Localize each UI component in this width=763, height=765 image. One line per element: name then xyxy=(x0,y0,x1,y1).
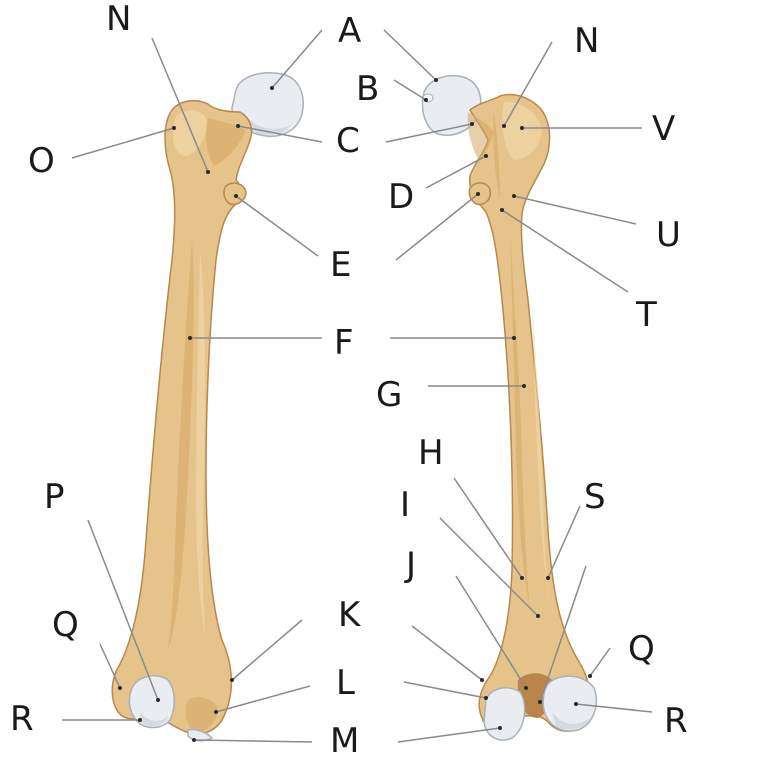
label-r-left: R xyxy=(10,699,34,739)
lateral-condyle-posterior xyxy=(483,687,526,741)
label-f: F xyxy=(334,323,354,363)
label-v: V xyxy=(652,109,675,149)
label-b: B xyxy=(356,69,379,109)
label-k: K xyxy=(338,595,362,635)
label-h: H xyxy=(418,433,444,473)
label-q-right: Q xyxy=(628,629,655,669)
medial-condyle-posterior xyxy=(542,675,598,732)
label-d: D xyxy=(388,177,414,217)
label-n-right: N xyxy=(574,21,599,61)
label-c: C xyxy=(336,121,360,161)
label-s: S xyxy=(584,477,606,517)
label-q-left: Q xyxy=(52,605,79,645)
labels: N A N B O C V D U E T F G H P I S J K Q … xyxy=(10,0,688,761)
label-n-left: N xyxy=(106,0,131,39)
femur-anterior xyxy=(111,72,304,742)
label-g: G xyxy=(376,375,402,415)
pointer-dots xyxy=(118,78,592,742)
femur-posterior xyxy=(421,74,598,741)
label-e: E xyxy=(330,245,351,285)
label-t: T xyxy=(635,295,657,335)
femur-body-posterior xyxy=(468,93,592,732)
label-o: O xyxy=(28,141,55,181)
label-p: P xyxy=(44,477,65,517)
label-r-right: R xyxy=(664,701,688,741)
label-i: I xyxy=(400,485,410,525)
label-l: L xyxy=(336,663,355,703)
leader-lines xyxy=(62,29,653,743)
label-u: U xyxy=(656,215,681,255)
label-a: A xyxy=(338,11,361,51)
medial-condyle-tip-anterior xyxy=(187,728,214,742)
label-m: M xyxy=(330,721,359,760)
label-j: J xyxy=(404,545,416,585)
